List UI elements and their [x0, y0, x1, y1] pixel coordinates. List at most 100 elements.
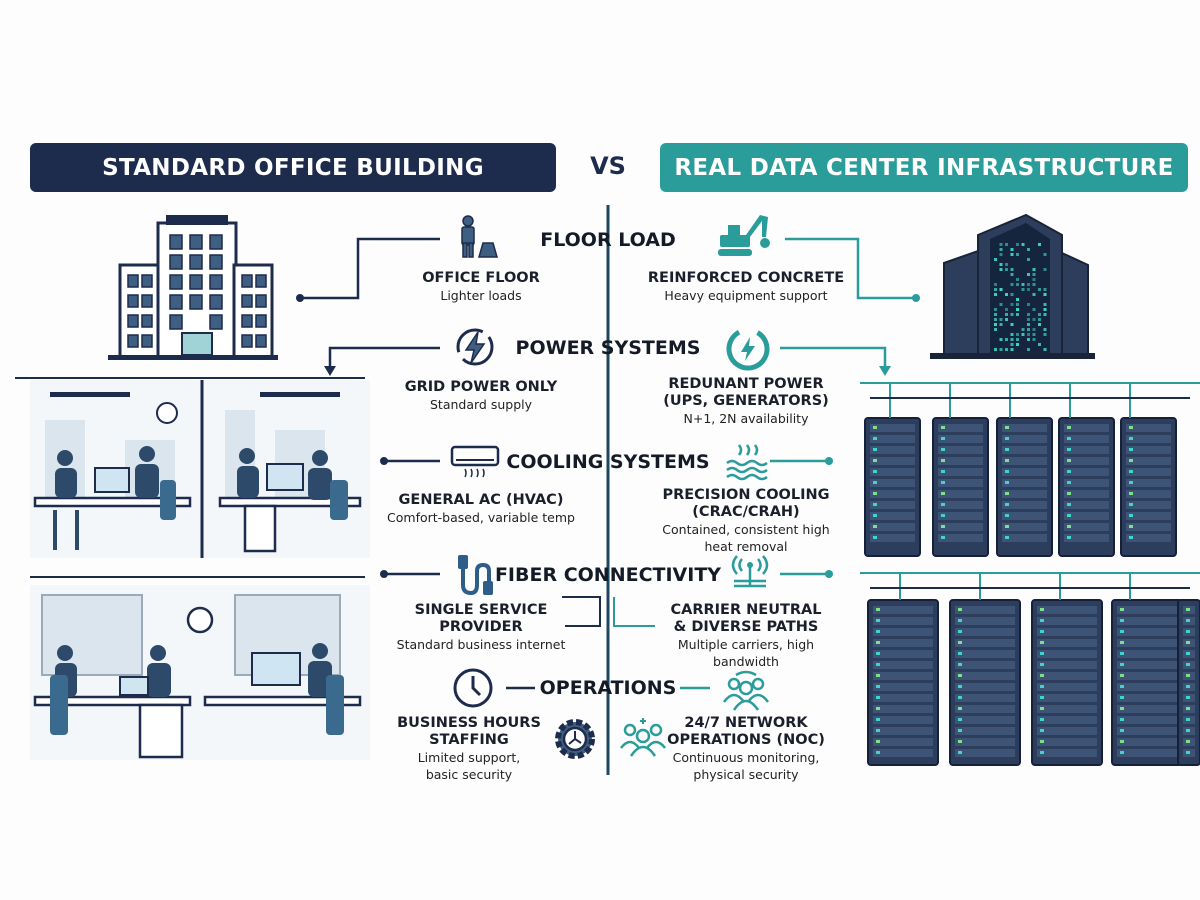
status-led [958, 630, 962, 633]
light-dot [1022, 283, 1025, 286]
server-unit [1037, 683, 1097, 691]
power-icon [725, 325, 771, 371]
status-led [941, 470, 945, 473]
server-unit [1037, 694, 1097, 702]
server-unit [955, 727, 1015, 735]
private-office-scene-illustration [30, 585, 370, 765]
status-led [1040, 740, 1044, 743]
status-led [873, 470, 877, 473]
status-led [1120, 696, 1124, 699]
status-led [1005, 525, 1009, 528]
server-unit [955, 617, 1015, 625]
status-led [876, 641, 880, 644]
window [128, 335, 138, 347]
status-led [1005, 426, 1009, 429]
status-led [958, 608, 962, 611]
status-led [873, 459, 877, 462]
light-dot [1038, 243, 1041, 246]
light-dot [1005, 268, 1008, 271]
server-unit [873, 727, 933, 735]
light-dot [994, 288, 997, 291]
floor-load-right: REINFORCED CONCRETEHeavy equipment suppo… [626, 270, 866, 304]
server-unit [1117, 650, 1177, 658]
status-led [876, 663, 880, 666]
light-dot [1005, 313, 1008, 316]
light-dot [1011, 313, 1014, 316]
light-dot [1000, 323, 1003, 326]
status-led [1120, 652, 1124, 655]
status-led [1120, 751, 1124, 754]
server-unit [1117, 749, 1177, 757]
status-led [873, 492, 877, 495]
server-unit [1037, 617, 1097, 625]
status-led [1186, 740, 1190, 743]
server-unit [955, 628, 1015, 636]
light-dot [1027, 313, 1030, 316]
light-dot [1011, 343, 1014, 346]
server-unit [1037, 672, 1097, 680]
window [190, 275, 202, 289]
status-led [1120, 685, 1124, 688]
window [142, 275, 152, 287]
light-dot [1038, 318, 1041, 321]
status-led [958, 718, 962, 721]
status-led [1120, 641, 1124, 644]
light-dot [1022, 333, 1025, 336]
status-led [941, 514, 945, 517]
status-led [1067, 481, 1071, 484]
status-led [1067, 492, 1071, 495]
light-dot [1022, 328, 1025, 331]
status-led [1129, 503, 1133, 506]
air-conditioner-icon [450, 445, 500, 485]
status-led [873, 426, 877, 429]
status-led [876, 740, 880, 743]
server-unit [873, 639, 933, 647]
server-unit [1037, 661, 1097, 669]
server-unit [955, 738, 1015, 746]
window [190, 255, 202, 269]
status-led [941, 481, 945, 484]
status-led [1120, 619, 1124, 622]
status-led [873, 525, 877, 528]
light-dot [1044, 288, 1047, 291]
server-unit [1117, 628, 1177, 636]
gear-clock-icon [552, 716, 598, 762]
server-unit [1117, 694, 1177, 702]
light-dot [1000, 338, 1003, 341]
status-led [1040, 718, 1044, 721]
light-dot [994, 258, 997, 261]
server-unit [873, 683, 933, 691]
light-dot [1011, 348, 1014, 351]
status-led [1005, 459, 1009, 462]
window [190, 235, 202, 249]
light-dot [1027, 348, 1030, 351]
status-led [1186, 652, 1190, 655]
server-unit [873, 749, 933, 757]
status-led [941, 492, 945, 495]
light-dot [1044, 293, 1047, 296]
light-dot [994, 348, 997, 351]
status-led [1186, 685, 1190, 688]
status-led [1005, 492, 1009, 495]
window [210, 315, 222, 329]
status-led [876, 718, 880, 721]
light-dot [994, 318, 997, 321]
status-led [1186, 729, 1190, 732]
status-led [958, 652, 962, 655]
status-led [876, 652, 880, 655]
light-dot [1016, 278, 1019, 281]
light-dot [1011, 268, 1014, 271]
section-title-operations: OPERATIONS [488, 677, 728, 699]
status-led [1005, 514, 1009, 517]
status-led [1067, 459, 1071, 462]
clock-icon [452, 667, 494, 709]
light-dot [1027, 248, 1030, 251]
light-dot [1005, 293, 1008, 296]
window [190, 295, 202, 309]
server-unit [955, 639, 1015, 647]
light-dot [1000, 243, 1003, 246]
light-dot [1038, 288, 1041, 291]
window [142, 315, 152, 327]
status-led [873, 536, 877, 539]
server-unit [1117, 683, 1177, 691]
